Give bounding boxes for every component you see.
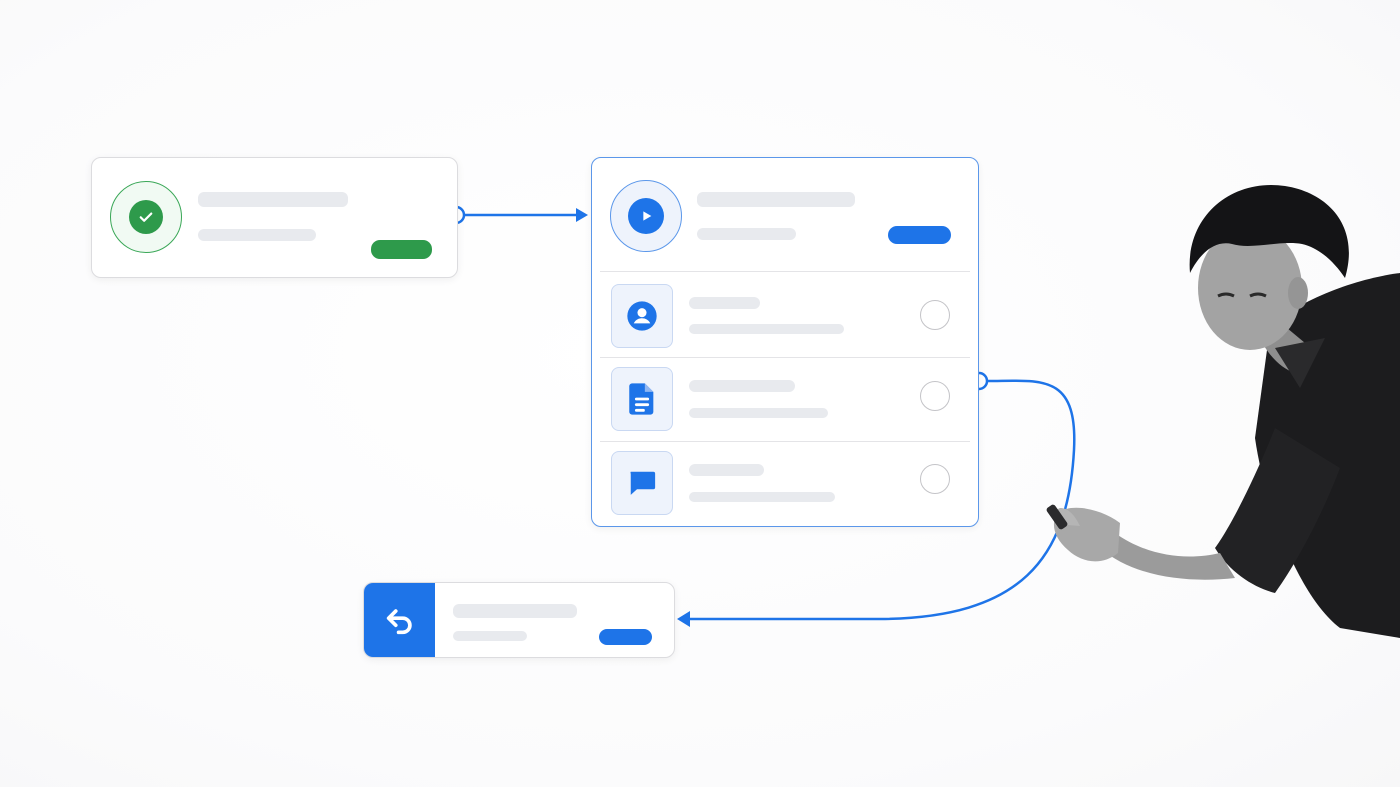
- row-title-placeholder: [689, 464, 764, 476]
- start-title-placeholder: [198, 192, 348, 207]
- arrowhead-return: [677, 611, 690, 627]
- face: [1198, 226, 1302, 350]
- document-icon-tile: [611, 367, 673, 431]
- row-title-placeholder: [689, 380, 795, 392]
- task-row-chat[interactable]: [592, 442, 978, 526]
- arrowhead-task: [576, 208, 588, 222]
- task-title-placeholder: [697, 192, 855, 207]
- hair: [1189, 184, 1349, 278]
- check-circle-icon: [129, 200, 163, 234]
- task-card[interactable]: [591, 157, 979, 527]
- start-subtitle-placeholder: [198, 229, 316, 241]
- task-status-pill: [888, 226, 951, 244]
- task-divider-3: [600, 441, 970, 442]
- eye-right: [1249, 292, 1267, 298]
- chat-bubble-icon: [630, 471, 656, 495]
- row-subtitle-placeholder: [689, 492, 835, 502]
- ear: [1288, 277, 1308, 309]
- return-subtitle-placeholder: [453, 631, 527, 641]
- forearm: [1100, 533, 1235, 580]
- task-divider-1: [600, 271, 970, 272]
- person-icon-tile: [611, 284, 673, 348]
- play-icon: [628, 198, 664, 234]
- undo-arrow-icon: [386, 609, 412, 635]
- arm-sleeve: [1215, 428, 1340, 593]
- row-select-radio[interactable]: [920, 300, 950, 330]
- task-subtitle-placeholder: [697, 228, 796, 240]
- return-card[interactable]: [363, 582, 675, 658]
- task-divider-2: [600, 357, 970, 358]
- marker: [1046, 504, 1068, 530]
- start-status-pill: [371, 240, 432, 259]
- row-select-radio[interactable]: [920, 381, 950, 411]
- task-row-document[interactable]: [592, 358, 978, 440]
- task-row-person[interactable]: [592, 272, 978, 356]
- chat-bubble-icon-tile: [611, 451, 673, 515]
- row-subtitle-placeholder: [689, 408, 828, 418]
- return-icon-block: [364, 583, 435, 657]
- start-card[interactable]: [91, 157, 458, 278]
- document-icon: [629, 383, 654, 415]
- start-status-ring: [110, 181, 182, 253]
- row-select-radio[interactable]: [920, 464, 950, 494]
- eye-left: [1217, 292, 1235, 298]
- row-subtitle-placeholder: [689, 324, 844, 334]
- task-status-ring: [610, 180, 682, 252]
- person-icon: [627, 301, 657, 331]
- return-status-pill: [599, 629, 652, 645]
- collar: [1275, 338, 1325, 388]
- row-title-placeholder: [689, 297, 760, 309]
- return-title-placeholder: [453, 604, 577, 618]
- person-illustration: [1046, 184, 1400, 638]
